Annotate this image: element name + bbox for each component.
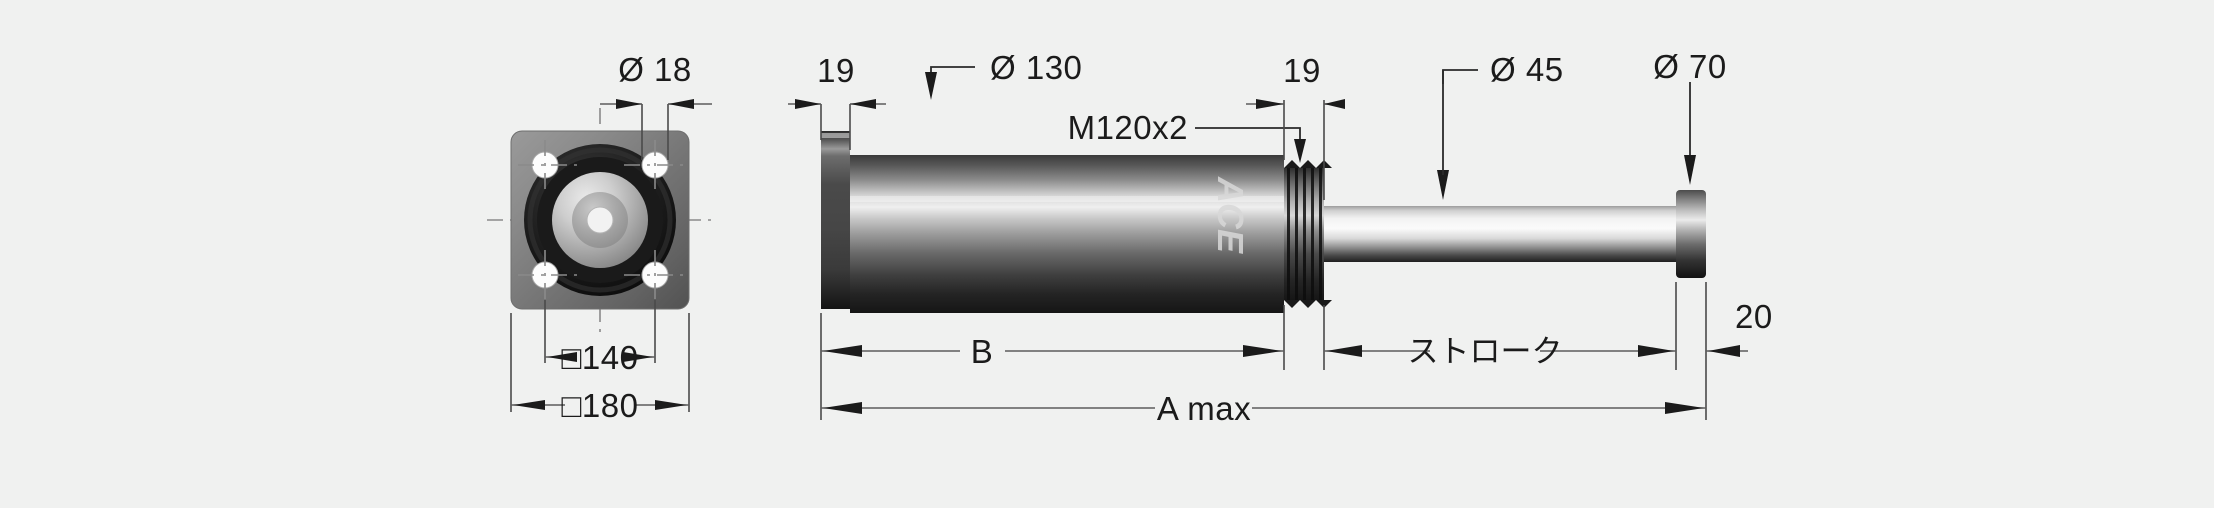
arrow-180-right	[655, 400, 687, 410]
label-body-dia: Ø 130	[990, 49, 1082, 86]
arrow-amax-left	[823, 402, 862, 414]
label-bolt-circle-square: □140	[562, 339, 639, 376]
thread-bottom-teeth	[1284, 300, 1332, 308]
label-flange-square: □180	[562, 387, 639, 424]
side-section-view: ACE 19 Ø 130	[788, 48, 1773, 427]
arrow-thread	[1294, 139, 1306, 163]
body-center-bore	[586, 206, 614, 234]
arrow-amax-right	[1665, 402, 1704, 414]
arrow-140-right	[623, 352, 653, 362]
label-button-length: 20	[1735, 298, 1773, 335]
ace-brand-logo: ACE	[1210, 176, 1251, 254]
arrow-dia130	[925, 72, 937, 100]
arrow-dia18-left	[616, 99, 642, 109]
arrow-19-right	[850, 99, 876, 109]
flange-top-highlight	[821, 133, 850, 138]
label-stroke: ストローク	[1408, 334, 1563, 370]
end-button	[1676, 190, 1706, 278]
label-length-b: B	[971, 333, 994, 370]
arrow-20	[1708, 345, 1740, 357]
arrow-dia45	[1437, 170, 1449, 200]
arrow-dia18-right	[668, 99, 694, 109]
label-rod-dia: Ø 45	[1490, 51, 1564, 88]
piston-rod	[1324, 206, 1676, 262]
arrow-thread19-left	[1256, 99, 1284, 109]
hole-centerlines	[518, 140, 690, 302]
label-length-a-max: A max	[1157, 390, 1251, 427]
body-ring-highlight	[527, 147, 673, 293]
label-thread: M120x2	[1068, 109, 1188, 146]
label-thread-length: 19	[1283, 52, 1321, 89]
thread-ridges	[1284, 160, 1332, 308]
arrow-19-left	[795, 99, 821, 109]
front-flange-view: Ø 18 □140 □180	[487, 51, 713, 424]
arrow-b-right	[1243, 345, 1282, 357]
label-hole-dia: Ø 18	[618, 51, 692, 88]
main-body-tube	[850, 155, 1284, 313]
label-button-dia: Ø 70	[1653, 48, 1727, 85]
arrow-b-left	[823, 345, 862, 357]
mounting-flange-block	[821, 131, 850, 309]
thread-top-teeth	[1284, 160, 1332, 168]
arrow-stroke-right	[1638, 345, 1674, 357]
arrow-thread19-right	[1324, 99, 1345, 109]
arrow-140-left	[547, 352, 577, 362]
body-specular-streak	[850, 196, 1284, 202]
label-flange-thickness: 19	[817, 52, 855, 89]
svg-text:ACE: ACE	[1210, 176, 1251, 254]
arrow-dia70	[1684, 155, 1696, 185]
arrow-180-left	[513, 400, 545, 410]
arrow-stroke-left	[1326, 345, 1362, 357]
